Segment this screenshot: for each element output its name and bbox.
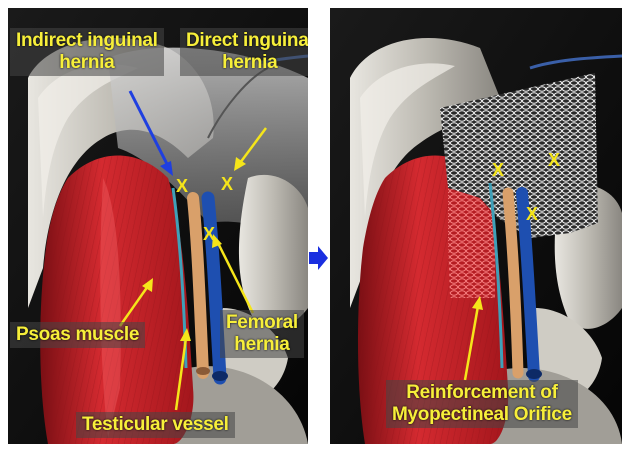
right-annotation-layer: X X X [330, 8, 622, 444]
reinforcement-label-line1: Reinforcement of [392, 382, 572, 404]
right-anatomy-panel: X X X Reinforcement of Myopectineal Orif… [330, 8, 622, 444]
direct-label-line1: Direct inguinal [186, 30, 308, 52]
reinforcement-arrow [465, 306, 478, 380]
testicular-vessel-arrow [176, 338, 186, 410]
indirect-inguinal-hernia-label: Indirect inguinal hernia [10, 28, 164, 76]
reinforcement-label-line2: Myopectineal Orifice [392, 404, 572, 426]
direct-label-line2: hernia [186, 52, 308, 74]
femoral-x-mark-icon: X [203, 224, 215, 244]
testicular-vessel-label: Testicular vessel [76, 412, 235, 438]
femoral-hernia-arrow [218, 243, 253, 313]
indirect-hernia-arrow [130, 91, 168, 166]
femoral-label-line2: hernia [226, 334, 298, 356]
direct-hernia-arrow [240, 128, 266, 163]
psoas-label-text: Psoas muscle [16, 324, 139, 346]
indirect-x-mark-icon: X [176, 176, 188, 196]
testicular-label-text: Testicular vessel [82, 414, 229, 436]
indirect-arrowhead-icon [160, 161, 173, 176]
indirect-label-line2: hernia [16, 52, 158, 74]
reinforcement-label: Reinforcement of Myopectineal Orifice [386, 380, 578, 428]
direct-x-mark-icon: X [221, 174, 233, 194]
left-anatomy-panel: X X X Indirect inguinal hernia Direct in… [8, 8, 308, 444]
psoas-muscle-label: Psoas muscle [10, 322, 145, 348]
femoral-hernia-label: Femoral hernia [220, 310, 304, 358]
psoas-arrowhead-icon [142, 278, 153, 292]
right-x-mark-2-icon: X [548, 150, 560, 170]
psoas-muscle-arrow [120, 286, 148, 326]
direct-inguinal-hernia-label: Direct inguinal hernia [180, 28, 308, 76]
right-arrow-icon [309, 246, 328, 270]
indirect-label-line1: Indirect inguinal [16, 30, 158, 52]
right-x-mark-1-icon: X [492, 160, 504, 180]
right-x-mark-3-icon: X [526, 204, 538, 224]
reinforcement-arrowhead-icon [472, 296, 483, 310]
femoral-label-line1: Femoral [226, 312, 298, 334]
testicular-arrowhead-icon [180, 328, 191, 341]
